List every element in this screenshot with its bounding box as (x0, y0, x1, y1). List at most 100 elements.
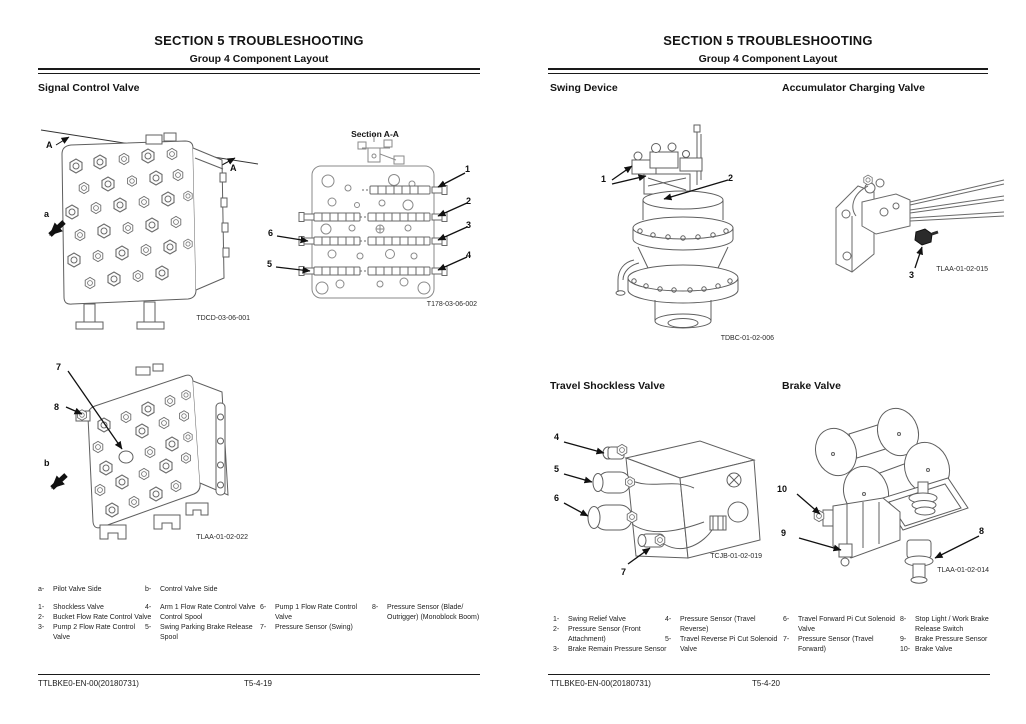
heading-travel-shockless-valve: Travel Shockless Valve (550, 380, 665, 392)
callout-1: 1 (601, 174, 607, 184)
legend-item-5: 5- Travel Reverse Pi Cut Solenoid Valve (665, 635, 777, 654)
legend-item-1: 1- Swing Relief Valve (553, 615, 626, 625)
page-title: SECTION 5 TROUBLESHOOTING (663, 33, 873, 48)
callout-7: 7 (56, 362, 62, 372)
legend-key: 8- (900, 616, 907, 623)
figure-caption: TLAA-01-02-015 (936, 266, 988, 273)
legend-text: Pump 1 Flow Rate Control Valve (275, 604, 358, 621)
legend-text: Stop Light / Work Brake Release Switch (915, 616, 989, 633)
legend-text: Brake Valve (915, 646, 953, 653)
legend-item-5: 5- Swing Parking Brake Release Spool (145, 623, 253, 642)
section-label-a2: A (230, 163, 237, 173)
section-aa-title: Section A-A (351, 129, 399, 139)
legend-text: Arm 1 Flow Rate Control Valve Control Sp… (160, 604, 256, 621)
group-subtitle: Group 4 Component Layout (189, 53, 329, 65)
legend-item-8: 8- Pressure Sensor (Blade/ Outrigger) (M… (372, 603, 479, 622)
view-label-b: b (44, 458, 50, 468)
legend-item-2: 2- Bucket Flow Rate Control Valve (38, 613, 151, 623)
legend-key: 10- (900, 646, 911, 653)
legend-text: Pressure Sensor (Front Attachment) (568, 626, 641, 643)
figure-caption: TCJB-01-02-019 (710, 553, 762, 560)
legend-key: 5- (665, 636, 672, 643)
legend-key: 1- (553, 616, 560, 623)
legend-text: Pressure Sensor (Swing) (275, 624, 353, 631)
callout-2: 2 (728, 173, 734, 183)
heading-accumulator-charging-valve: Accumulator Charging Valve (782, 82, 925, 94)
legend-item-1: 1- Shockless Valve (38, 603, 104, 613)
legend-text: Travel Forward Pi Cut Solenoid Valve (798, 616, 896, 633)
figure-section-aa (275, 132, 468, 299)
figure-signal-control-valve-iso (40, 129, 259, 330)
legend-key: b- (145, 586, 152, 593)
footer-code: TTLBKE0-EN-00(20180731) (38, 679, 139, 688)
callout-7: 7 (621, 567, 627, 577)
legend-key: 9- (900, 636, 907, 643)
group-subtitle: Group 4 Component Layout (698, 53, 838, 65)
legend-item-9: 9- Brake Pressure Sensor (900, 635, 987, 645)
legend-text: Pressure Sensor (Blade/ Outrigger) (Mono… (387, 604, 480, 621)
legend-item-4: 4- Pressure Sensor (Travel Reverse) (665, 615, 756, 634)
legend-text: Control Valve Side (160, 586, 218, 593)
figure-signal-control-valve-iso-b (50, 363, 229, 540)
legend-item-7: 7- Pressure Sensor (Swing) (260, 623, 353, 633)
section-label-a1: A (46, 140, 53, 150)
footer-rule (38, 674, 480, 675)
legend-item-4: 4- Arm 1 Flow Rate Control Valve Control… (145, 603, 256, 622)
footer-rule (548, 674, 990, 675)
callout-4: 4 (466, 250, 472, 260)
legend-text: Bucket Flow Rate Control Valve (53, 614, 152, 621)
legend-text: Pressure Sensor (Travel Reverse) (680, 616, 756, 633)
figure-travel-shockless-valve (563, 440, 761, 565)
callout-5: 5 (267, 259, 273, 269)
callout-3: 3 (466, 220, 472, 230)
legend-text: Shockless Valve (53, 604, 104, 611)
callout-9: 9 (781, 528, 787, 538)
figure-swing-device (611, 124, 739, 329)
page-number: T5-4-19 (243, 679, 272, 688)
header-rule (38, 68, 480, 74)
callout-3: 3 (909, 270, 915, 280)
legend-key: a- (38, 586, 45, 593)
legend-key: 2- (553, 626, 560, 633)
figure-caption: TDBC-01-02-006 (720, 335, 774, 342)
header-rule (548, 68, 988, 74)
figure-caption: TDCD-03-06-001 (196, 315, 250, 322)
legend-key: 7- (783, 636, 790, 643)
figure-caption: TLAA-01-02-014 (937, 567, 989, 574)
legend-text: Pilot Valve Side (53, 586, 102, 593)
legend-item-3: 3- Brake Remain Pressure Sensor (553, 645, 666, 655)
legend-key: 6- (260, 604, 267, 611)
callout-8: 8 (54, 402, 60, 412)
legend-item-2: 2- Pressure Sensor (Front Attachment) (553, 625, 641, 644)
callout-1: 1 (465, 164, 471, 174)
figure-caption: TLAA-01-02-022 (196, 534, 248, 541)
legend-item-8: 8- Stop Light / Work Brake Release Switc… (900, 615, 989, 634)
page-title: SECTION 5 TROUBLESHOOTING (154, 33, 364, 48)
legend-text: Travel Reverse Pi Cut Solenoid Valve (680, 636, 778, 653)
heading-signal-control-valve: Signal Control Valve (38, 82, 140, 94)
callout-6: 6 (554, 493, 560, 503)
legend-text: Pressure Sensor (Travel Forward) (798, 636, 874, 653)
callout-10: 10 (777, 484, 788, 494)
callout-4: 4 (554, 432, 560, 442)
heading-brake-valve: Brake Valve (782, 380, 841, 392)
legend-key: 2- (38, 614, 45, 621)
legend-item-10: 10- Brake Valve (900, 645, 952, 655)
callout-6: 6 (268, 228, 274, 238)
heading-swing-device: Swing Device (550, 82, 618, 94)
legend-item-7: 7- Pressure Sensor (Travel Forward) (783, 635, 874, 654)
legend-key: 4- (665, 616, 672, 623)
legend-text: Swing Relief Valve (568, 616, 626, 623)
figure-brake-valve (796, 407, 980, 584)
legend-text: Swing Parking Brake Release Spool (160, 624, 253, 641)
legend-view-b: b- Control Valve Side (145, 585, 217, 595)
callout-5: 5 (554, 464, 560, 474)
legend-key: 3- (553, 646, 560, 653)
figure-accumulator-charging-valve (835, 174, 1005, 273)
legend-text: Brake Remain Pressure Sensor (568, 646, 667, 653)
legend-key: 5- (145, 624, 152, 631)
legend-key: 6- (783, 616, 790, 623)
legend-key: 1- (38, 604, 45, 611)
callout-2: 2 (466, 196, 472, 206)
